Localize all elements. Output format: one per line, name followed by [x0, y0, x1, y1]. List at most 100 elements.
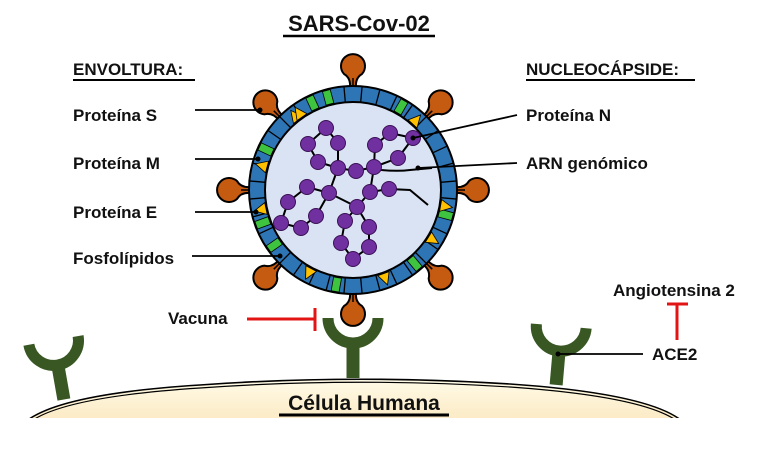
membrane-segment — [414, 251, 427, 264]
receptor-stem — [346, 338, 360, 378]
membrane-segment — [389, 95, 398, 111]
membrane-segment — [375, 89, 381, 106]
protein-m-marker — [254, 160, 270, 174]
protein-n-bead — [293, 220, 309, 236]
segment-divider — [343, 86, 346, 103]
membrane-segment — [424, 129, 439, 141]
membrane-segment — [402, 104, 414, 119]
ace2-receptor — [322, 317, 384, 378]
protein-n-bead — [333, 235, 349, 251]
protein-n-bead — [308, 208, 324, 224]
segment-divider — [375, 274, 381, 291]
membrane-segment — [343, 86, 346, 103]
spike-bulb — [454, 177, 490, 203]
segment-divider — [258, 226, 274, 235]
segment-divider — [432, 226, 448, 235]
cell-membrane-inner — [35, 381, 674, 418]
membrane-segment — [279, 116, 292, 129]
vaccine-inhibition-symbol — [247, 308, 317, 331]
spike-bulb — [340, 291, 366, 327]
spike-protein — [453, 177, 490, 203]
protein-n-bead — [330, 135, 346, 151]
segment-divider — [375, 89, 381, 106]
protein-e-marker — [437, 208, 455, 222]
membrane-segment — [249, 180, 266, 183]
membrane-segment — [279, 251, 292, 264]
protein-n-bead — [310, 154, 326, 170]
virus-particle — [216, 53, 490, 327]
label-ace2: ACE2 — [652, 345, 697, 364]
leader-dot-protein-e — [253, 209, 259, 215]
membrane-segment — [267, 129, 282, 141]
segment-divider — [402, 104, 414, 119]
protein-n-bead — [382, 125, 398, 141]
leader-dot-protein-n — [410, 135, 416, 141]
protein-e-marker — [265, 237, 283, 253]
segment-divider — [402, 261, 414, 276]
protein-n-bead — [366, 159, 382, 175]
label-protein-e: Proteína E — [73, 203, 157, 222]
membrane-proteins — [249, 86, 457, 294]
membrane-segment — [258, 226, 274, 235]
protein-n-bead — [273, 215, 289, 231]
membrane-segment — [389, 269, 398, 285]
protein-n-bead — [390, 150, 406, 166]
protein-e-block — [265, 237, 283, 253]
segment-divider — [440, 197, 457, 200]
protein-n-bead — [321, 185, 337, 201]
protein-n-bead — [280, 194, 296, 210]
protein-e-block — [437, 208, 455, 222]
envelope-heading: ENVOLTURA: — [73, 60, 183, 79]
leader-dot-ace2 — [555, 351, 561, 357]
membrane-segment — [440, 180, 457, 183]
membrane-segment — [432, 145, 448, 154]
envelope-leaders — [192, 107, 283, 259]
spike-proteins — [216, 53, 490, 327]
spike-bulb — [216, 177, 252, 203]
nucleocapsid-beads — [273, 120, 421, 267]
membrane-segment — [440, 197, 457, 200]
protein-n-bead — [330, 160, 346, 176]
protein-n-bead — [345, 251, 361, 267]
leader-dot-protein-m — [255, 156, 261, 162]
spike-protein — [340, 290, 366, 327]
protein-n-bead — [367, 137, 383, 153]
segment-divider — [343, 277, 346, 294]
segment-divider — [267, 129, 282, 141]
label-protein-s: Proteína S — [73, 106, 157, 125]
protein-m-marker — [424, 231, 440, 244]
segment-divider — [292, 261, 304, 276]
segment-divider — [279, 116, 292, 129]
protein-n-bead — [349, 199, 365, 215]
protein-e-block — [305, 94, 320, 112]
segment-divider — [249, 197, 266, 200]
segment-divider — [389, 269, 398, 285]
protein-e-block — [257, 142, 275, 157]
segment-divider — [424, 129, 439, 141]
ace2-receptors — [23, 317, 592, 401]
membrane-segment — [292, 261, 304, 276]
protein-m-triangle — [294, 106, 308, 122]
membrane-segment — [249, 197, 266, 200]
protein-m-triangle — [424, 231, 440, 244]
label-rna-genome: ARN genómico — [526, 154, 648, 173]
segment-divider — [249, 180, 266, 183]
membrane-segment — [360, 86, 363, 103]
receptor-stem — [549, 345, 566, 386]
nucleocapsid-leaders — [410, 114, 518, 171]
membrane-segment — [432, 226, 448, 235]
protein-n-bead — [337, 213, 353, 229]
leader-dot-phospholipids — [277, 253, 283, 259]
diagram-title: SARS-Cov-02 — [288, 11, 430, 36]
segment-divider — [325, 274, 331, 291]
label-protein-n: Proteína N — [526, 106, 611, 125]
spike-bulb — [340, 53, 366, 89]
segment-divider — [440, 180, 457, 183]
membrane-segment — [360, 277, 363, 294]
segment-divider — [414, 251, 427, 264]
label-vaccine: Vacuna — [168, 309, 228, 328]
spike-protein — [252, 259, 284, 291]
leader-dot-rna — [415, 165, 421, 171]
nucleocapsid-heading: NUCLEOCÁPSIDE: — [526, 60, 679, 79]
